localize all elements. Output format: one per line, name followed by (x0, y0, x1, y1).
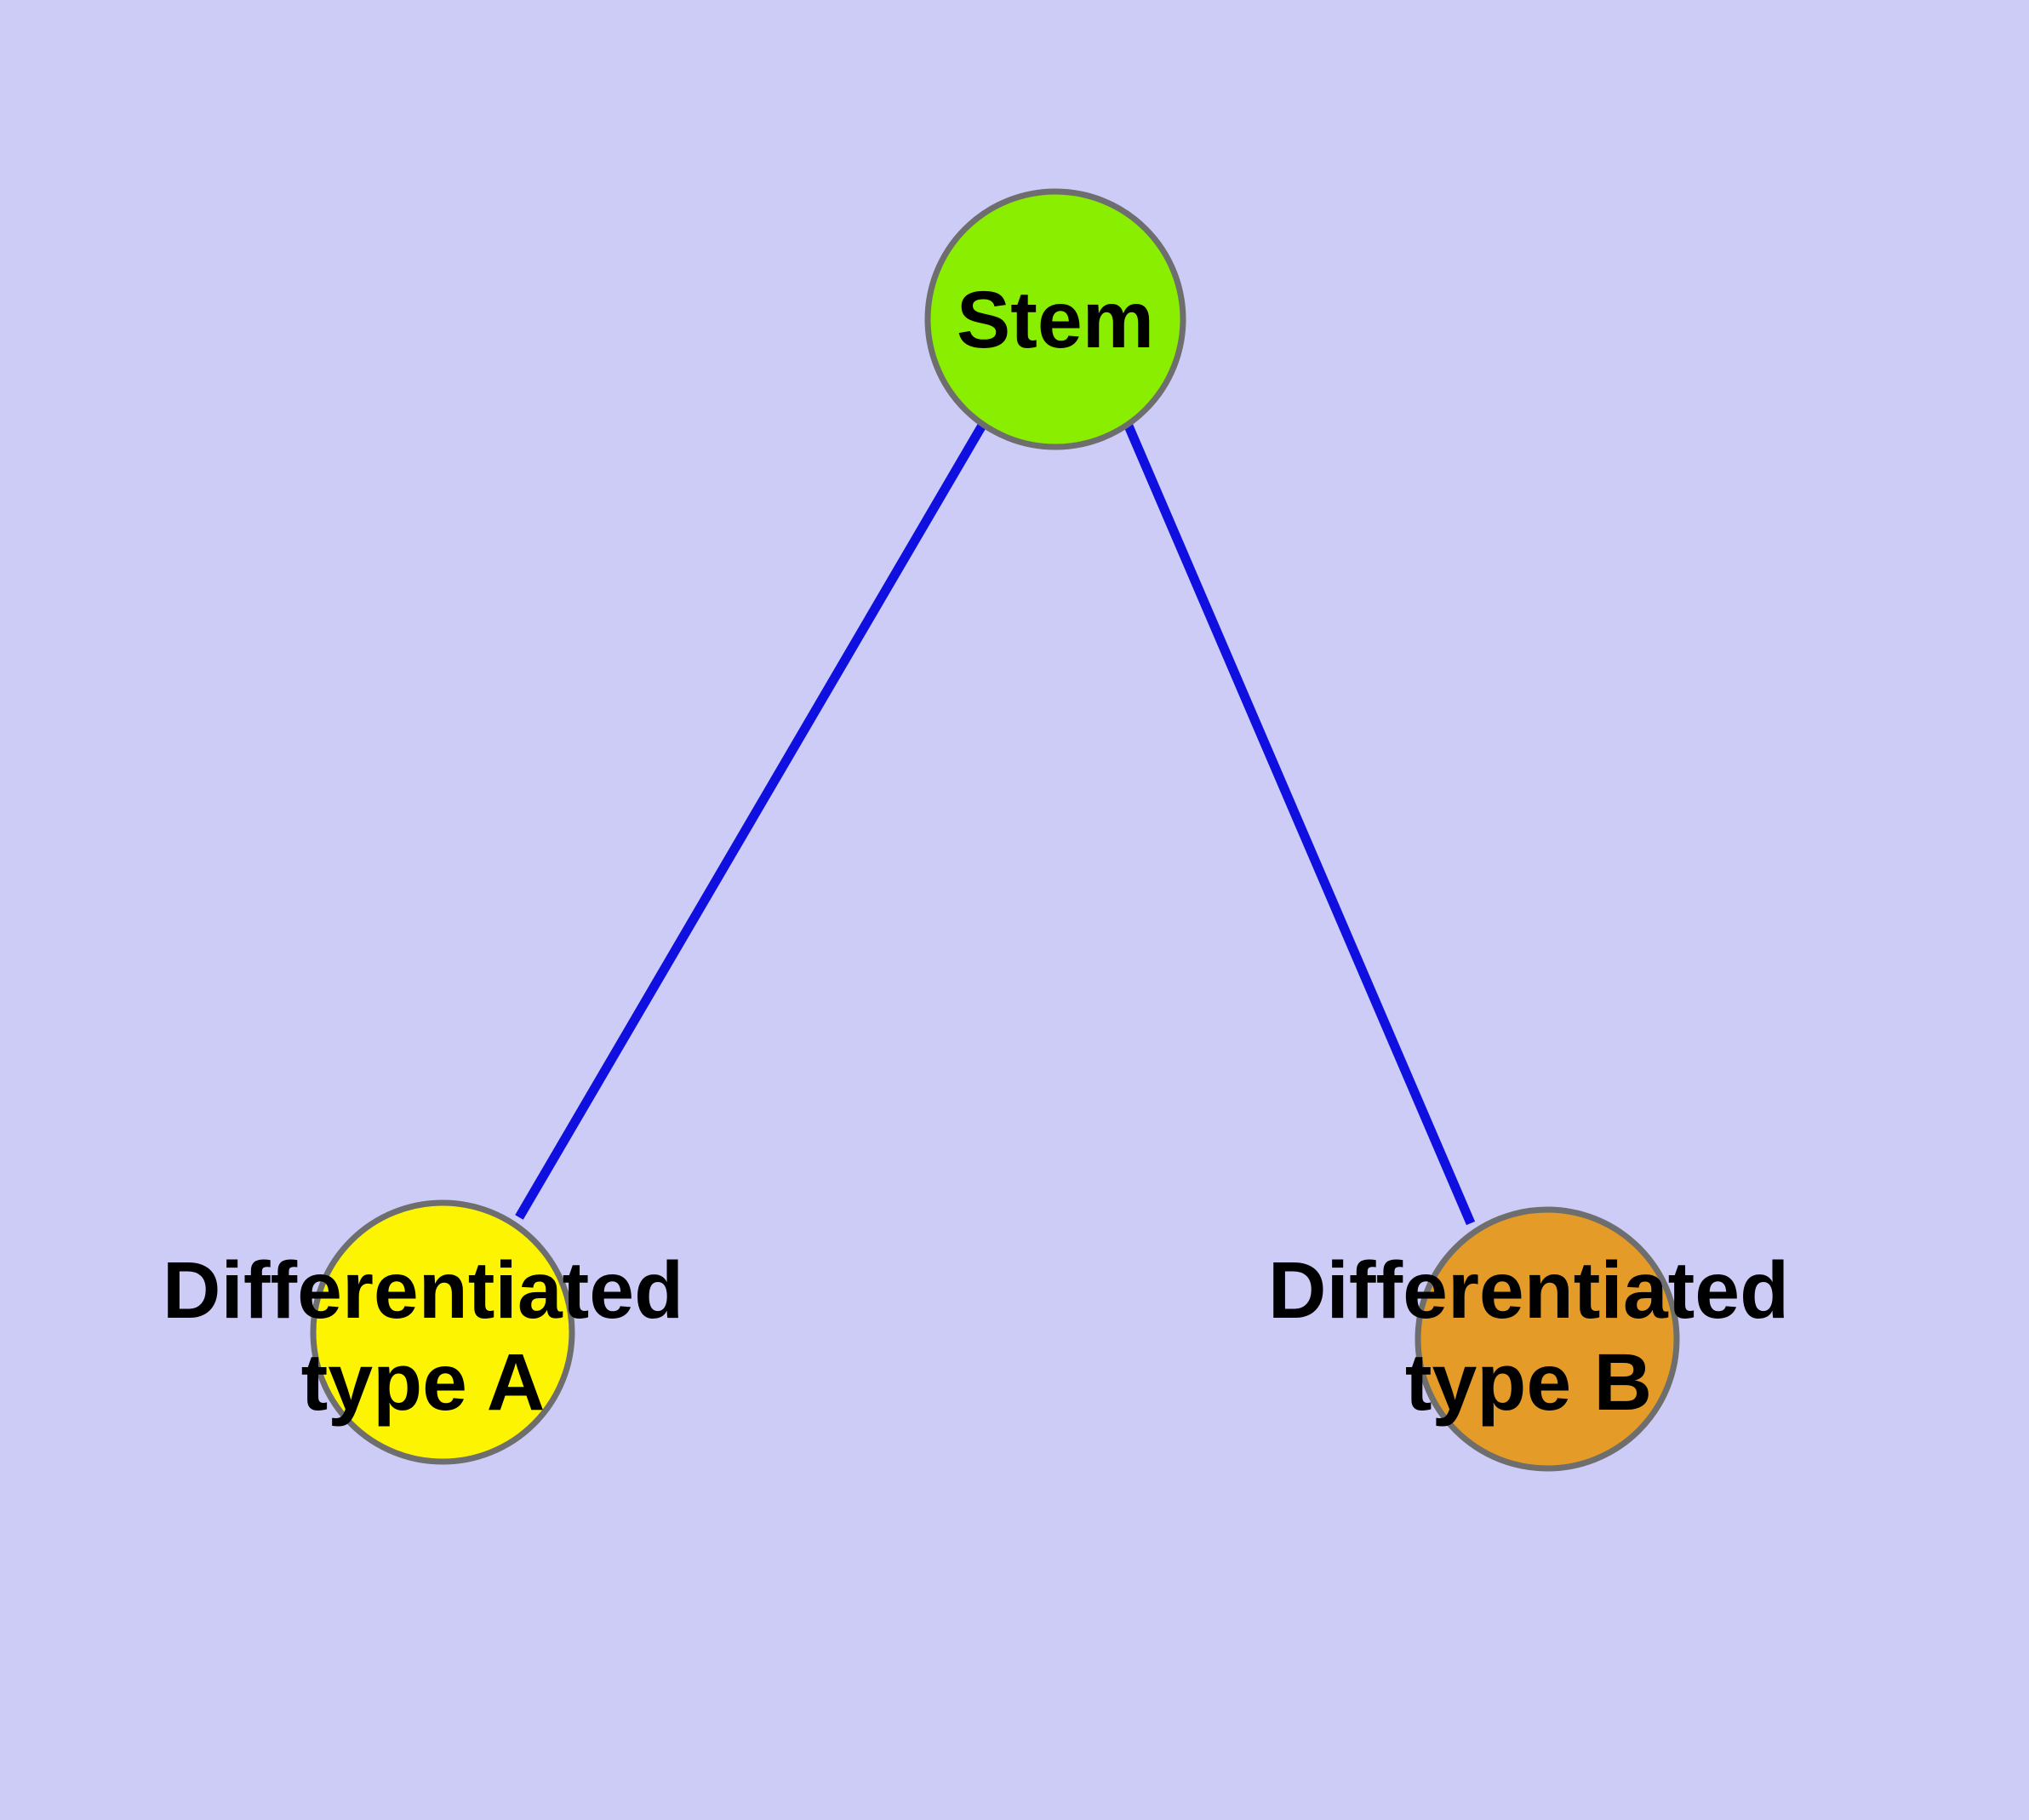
node-label-line: Differentiated (1268, 1245, 1789, 1336)
node-label-line: Stem (957, 275, 1154, 365)
node-stem-circle[interactable] (924, 188, 1186, 450)
node-differentiated-type-b-circle[interactable] (1415, 1206, 1680, 1472)
edges-layer (515, 421, 1476, 1226)
nodes-layer (310, 188, 1680, 1472)
node-stem-label: Stem (957, 275, 1154, 365)
edge-stem-to-differentiated-type-b[interactable] (1123, 421, 1476, 1226)
node-label-line: Differentiated (163, 1245, 683, 1336)
edge-stem-to-differentiated-type-a[interactable] (515, 421, 987, 1220)
node-label-line: type A (301, 1337, 546, 1428)
node-differentiated-type-a-circle[interactable] (310, 1199, 575, 1465)
node-label-line: type B (1405, 1337, 1652, 1428)
